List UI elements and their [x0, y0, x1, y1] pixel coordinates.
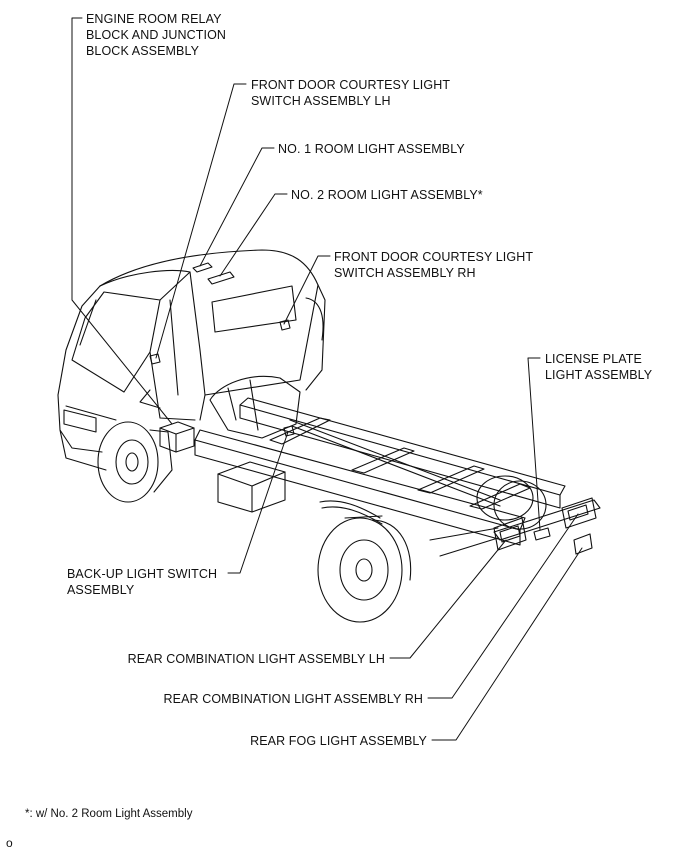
- corner-mark: o: [6, 836, 13, 850]
- room-light-1-part: [192, 262, 213, 273]
- label-line: REAR COMBINATION LIGHT ASSEMBLY RH: [163, 692, 423, 706]
- label-line: REAR FOG LIGHT ASSEMBLY: [250, 734, 427, 748]
- label-line: FRONT DOOR COURTESY LIGHT: [251, 78, 451, 92]
- chassis-frame: [194, 375, 601, 557]
- label-line: BLOCK AND JUNCTION: [86, 28, 227, 42]
- label-line: NO. 1 ROOM LIGHT ASSEMBLY: [278, 142, 465, 156]
- label-room-light-2: NO. 2 ROOM LIGHT ASSEMBLY*: [291, 187, 483, 203]
- label-line: LIGHT ASSEMBLY: [545, 368, 653, 382]
- label-line: REAR COMBINATION LIGHT ASSEMBLY LH: [127, 652, 385, 666]
- rear-comb-rh-part: [561, 497, 597, 529]
- label-line: ENGINE ROOM RELAY: [86, 12, 222, 26]
- label-line: SWITCH ASSEMBLY LH: [251, 94, 391, 108]
- door-switch-lh-part: [149, 353, 161, 365]
- label-line: SWITCH ASSEMBLY RH: [334, 266, 476, 280]
- label-engine-room-relay: ENGINE ROOM RELAY BLOCK AND JUNCTION BLO…: [86, 11, 226, 59]
- relay-block-part: [159, 421, 195, 453]
- truck-cab: [57, 249, 326, 471]
- front-wheel: [97, 421, 173, 503]
- label-rear-comb-lh: REAR COMBINATION LIGHT ASSEMBLY LH: [128, 651, 385, 667]
- label-room-light-1: NO. 1 ROOM LIGHT ASSEMBLY: [278, 141, 465, 157]
- label-front-door-lh: FRONT DOOR COURTESY LIGHT SWITCH ASSEMBL…: [251, 77, 450, 109]
- label-line: NO. 2 ROOM LIGHT ASSEMBLY*: [291, 188, 483, 202]
- label-rear-fog: REAR FOG LIGHT ASSEMBLY: [250, 733, 427, 749]
- label-line: BLOCK ASSEMBLY: [86, 44, 200, 58]
- footnote: *: w/ No. 2 Room Light Assembly: [25, 808, 193, 820]
- leader-lines: [71, 17, 583, 741]
- label-license-plate: LICENSE PLATE LIGHT ASSEMBLY: [545, 351, 652, 383]
- room-light-2-part: [207, 271, 235, 285]
- label-line: FRONT DOOR COURTESY LIGHT: [334, 250, 534, 264]
- label-line: BACK-UP LIGHT SWITCH: [67, 567, 218, 581]
- label-backup-switch: BACK-UP LIGHT SWITCH ASSEMBLY: [67, 566, 217, 598]
- rear-fog-part: [573, 533, 593, 555]
- label-line: ASSEMBLY: [67, 583, 135, 597]
- backup-switch-part: [283, 425, 295, 437]
- label-line: LICENSE PLATE: [545, 352, 642, 366]
- license-plate-part: [533, 527, 551, 541]
- rear-wheel: [317, 515, 412, 623]
- label-rear-comb-rh: REAR COMBINATION LIGHT ASSEMBLY RH: [164, 691, 423, 707]
- label-front-door-rh: FRONT DOOR COURTESY LIGHT SWITCH ASSEMBL…: [334, 249, 533, 281]
- rear-comb-lh-part: [493, 517, 527, 551]
